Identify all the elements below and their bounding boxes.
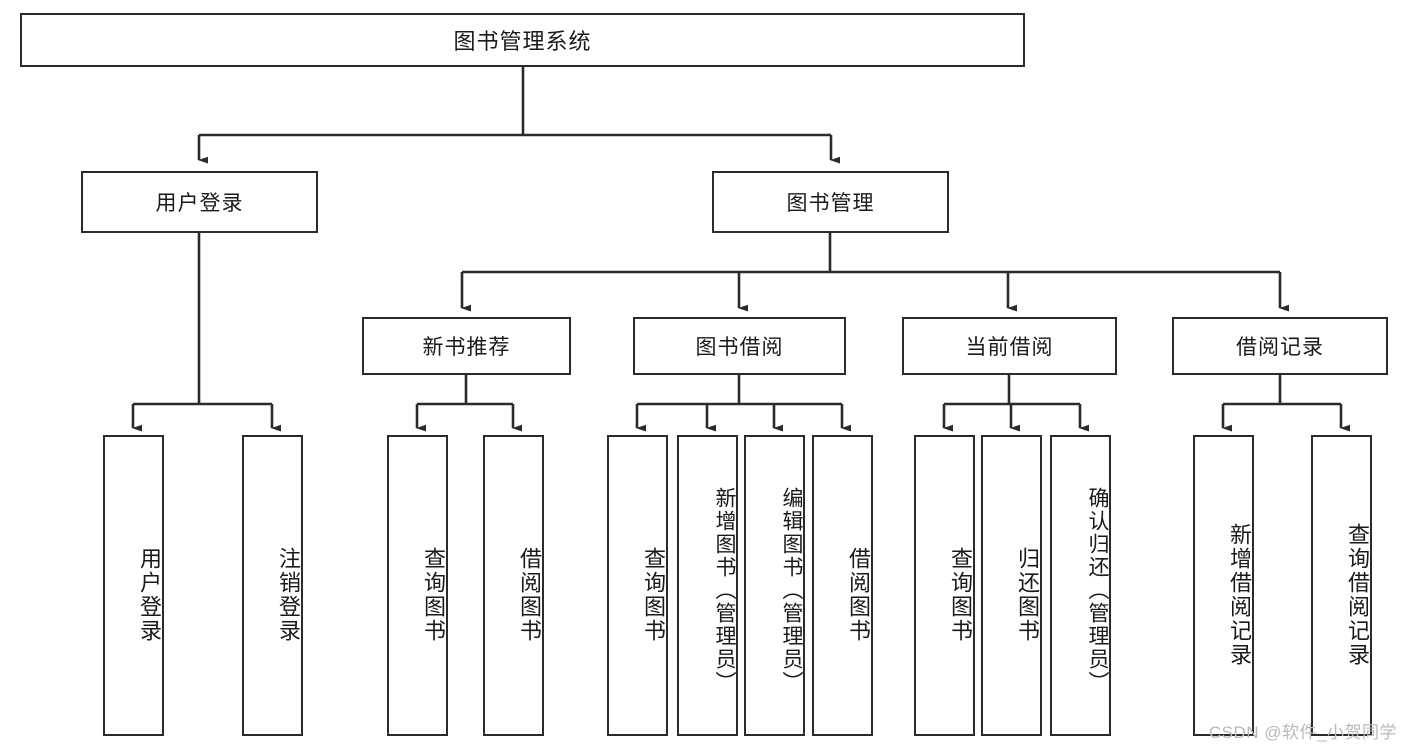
node-user-login[interactable]: 用户登录	[81, 171, 318, 233]
node-label: 图书管理	[786, 192, 875, 215]
node-label: 图书管理系统	[453, 29, 592, 54]
node-label: 用户登录	[137, 546, 162, 643]
node-label: 新增借阅记录	[1227, 522, 1252, 667]
node-new-book-recommendation[interactable]: 新书推荐	[362, 317, 571, 375]
node-book-management[interactable]: 图书管理	[712, 171, 949, 233]
node-label: 查询借阅记录	[1345, 522, 1370, 667]
node-label: 注销登录	[276, 546, 301, 643]
node-label: 查询图书	[948, 546, 973, 643]
leaf-confirm-return-admin[interactable]: 确认归还（管理员）	[1050, 435, 1111, 736]
leaf-query-book-current[interactable]: 查询图书	[914, 435, 975, 736]
node-label: 查询图书	[641, 546, 666, 643]
leaf-return-book[interactable]: 归还图书	[981, 435, 1042, 736]
node-label: 用户登录	[155, 192, 244, 215]
leaf-borrow-book-recommendation[interactable]: 借阅图书	[483, 435, 544, 736]
node-book-borrowing[interactable]: 图书借阅	[633, 317, 846, 375]
node-label: 新书推荐	[422, 336, 511, 359]
node-label: 借阅图书	[517, 546, 542, 643]
leaf-borrow-book-borrowing[interactable]: 借阅图书	[812, 435, 873, 736]
leaf-logout[interactable]: 注销登录	[242, 435, 303, 736]
node-root-book-management-system[interactable]: 图书管理系统	[20, 13, 1025, 67]
node-label: 图书借阅	[695, 336, 784, 359]
node-label: 当前借阅	[965, 336, 1054, 359]
leaf-add-book-admin[interactable]: 新增图书（管理员）	[677, 435, 738, 736]
node-label: 编辑图书（管理员）	[780, 487, 803, 694]
leaf-query-book-borrowing[interactable]: 查询图书	[607, 435, 668, 736]
leaf-user-login[interactable]: 用户登录	[103, 435, 164, 736]
csdn-watermark: CSDN @软件_小贺同学	[1208, 723, 1397, 742]
leaf-add-borrow-record[interactable]: 新增借阅记录	[1193, 435, 1254, 736]
node-label: 归还图书	[1015, 546, 1040, 643]
node-label: 借阅图书	[846, 546, 871, 643]
leaf-query-borrow-record[interactable]: 查询借阅记录	[1311, 435, 1372, 736]
node-label: 确认归还（管理员）	[1086, 487, 1109, 694]
node-label: 新增图书（管理员）	[713, 487, 736, 694]
node-label: 查询图书	[421, 546, 446, 643]
leaf-query-book-recommendation[interactable]: 查询图书	[387, 435, 448, 736]
node-label: 借阅记录	[1236, 336, 1324, 359]
node-borrowing-record[interactable]: 借阅记录	[1172, 317, 1388, 375]
leaf-edit-book-admin[interactable]: 编辑图书（管理员）	[744, 435, 805, 736]
node-current-borrowing[interactable]: 当前借阅	[902, 317, 1117, 375]
